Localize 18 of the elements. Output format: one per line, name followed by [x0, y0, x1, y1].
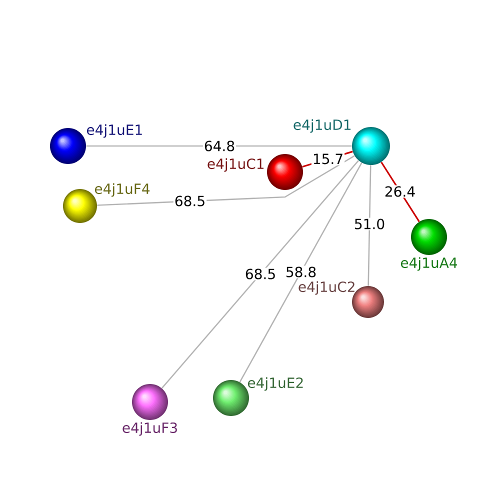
node-label: e4j1uE1 [86, 124, 142, 138]
node-label: e4j1uE2 [248, 377, 303, 391]
node-label: e4j1uC1 [208, 158, 264, 172]
node-label: e4j1uA4 [400, 257, 458, 271]
node-label: e4j1uD1 [294, 119, 351, 133]
edge-label: 26.4 [383, 185, 417, 198]
edge-label: 15.7 [311, 152, 345, 166]
edge-label: 68.5 [173, 194, 207, 208]
edge-label: 64.8 [202, 140, 236, 152]
connector-line [161, 160, 359, 389]
edge-label: 51.0 [352, 218, 386, 230]
edge-label: 58.8 [284, 266, 318, 278]
node-label: e4j1uF4 [94, 183, 150, 197]
edge-label: 68.5 [244, 268, 278, 280]
node-label: e4j1uF3 [122, 422, 177, 436]
node-label: e4j1uC2 [298, 281, 354, 295]
connector-line [239, 162, 362, 382]
connector-line [368, 165, 372, 286]
